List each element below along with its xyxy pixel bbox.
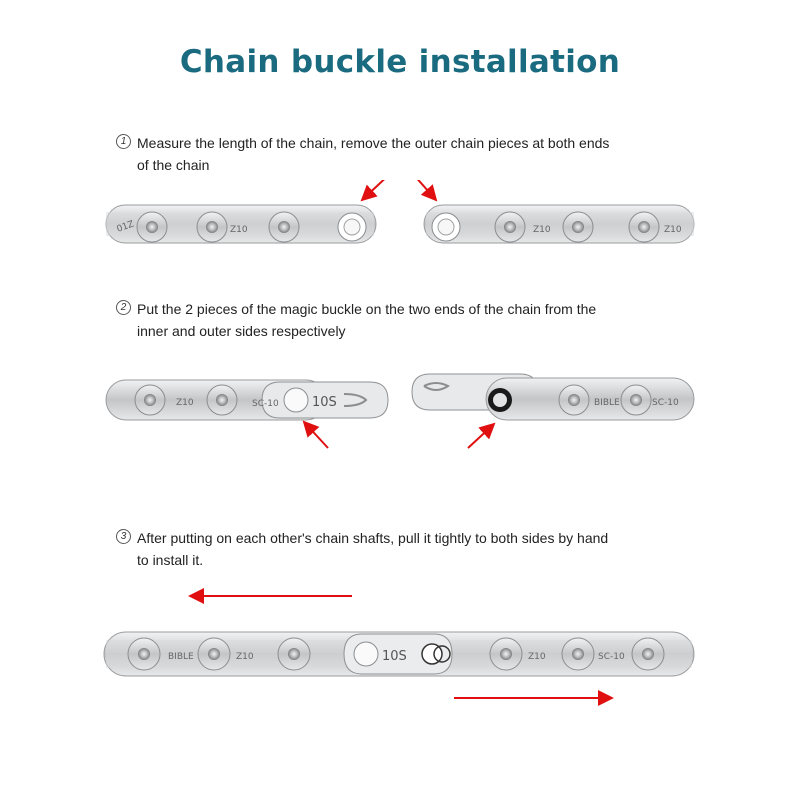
red-arrow-right xyxy=(417,180,438,202)
step-3-instruction: 3 After putting on each other's chain sh… xyxy=(116,527,616,571)
step-2-text: Put the 2 pieces of the magic buckle on … xyxy=(137,301,597,339)
svg-text:SC-10: SC-10 xyxy=(252,399,279,409)
red-arrow-left xyxy=(360,180,385,202)
step-3-text: After putting on each other's chain shaf… xyxy=(137,530,609,568)
chain-illustration-1: 01Z Z10 Z10 Z10 xyxy=(105,180,695,244)
chain-right-with-buckle: BIBLE SC-10 xyxy=(411,373,695,421)
svg-text:10S: 10S xyxy=(312,395,337,410)
svg-text:Z10: Z10 xyxy=(528,652,546,662)
svg-text:10S: 10S xyxy=(382,649,407,664)
assembled-chain: 10S Z10 Z10 BIBLE SC-10 xyxy=(103,631,695,677)
red-arrow-buckle-left xyxy=(302,420,329,449)
chain-illustration-2: Z10 10S SC-10 BIBLE SC-10 xyxy=(105,373,695,449)
svg-text:Z10: Z10 xyxy=(664,225,682,235)
red-arrow-buckle-right xyxy=(467,422,496,449)
svg-text:SC-10: SC-10 xyxy=(652,398,679,408)
svg-text:SC-10: SC-10 xyxy=(598,652,625,662)
chain-illustration-3: 10S Z10 Z10 BIBLE SC-10 xyxy=(103,588,695,706)
step-1-instruction: 1 Measure the length of the chain, remov… xyxy=(116,132,616,176)
svg-text:Z10: Z10 xyxy=(176,398,194,408)
step-1-text: Measure the length of the chain, remove … xyxy=(137,135,610,173)
chain-left-segment: 01Z Z10 xyxy=(105,204,377,244)
svg-text:BIBLE: BIBLE xyxy=(168,652,194,662)
step-1-number: 1 xyxy=(116,134,131,149)
step-2-number: 2 xyxy=(116,300,131,315)
page-title: Chain buckle installation xyxy=(179,44,621,80)
svg-text:Z10: Z10 xyxy=(236,652,254,662)
chain-left-with-buckle: Z10 10S SC-10 xyxy=(105,379,389,421)
svg-text:Z10: Z10 xyxy=(533,225,551,235)
svg-text:Z10: Z10 xyxy=(230,225,248,235)
step-3-number: 3 xyxy=(116,529,131,544)
chain-right-segment: Z10 Z10 xyxy=(423,204,695,244)
step-2-instruction: 2 Put the 2 pieces of the magic buckle o… xyxy=(116,298,616,342)
svg-text:BIBLE: BIBLE xyxy=(594,398,620,408)
